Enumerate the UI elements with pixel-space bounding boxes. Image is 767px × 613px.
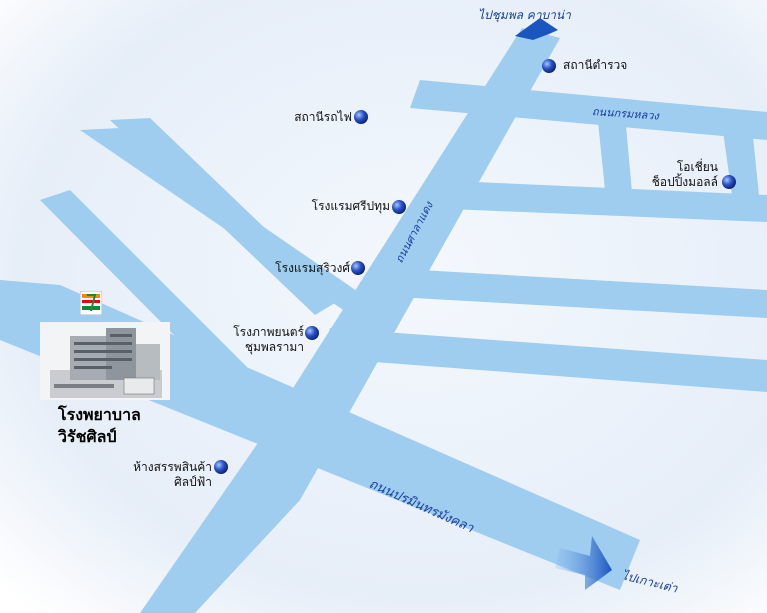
- arrow-to-koh-tao: [555, 536, 612, 590]
- road-krom-luang: [410, 80, 767, 140]
- silpfa-store-marker-icon[interactable]: [214, 460, 228, 474]
- hospital-building-image: [40, 322, 170, 400]
- arrow-to-chumphon-cabana: [515, 18, 558, 40]
- chumphon-cinema-label-line1: โรงภาพยนตร์: [233, 325, 304, 339]
- chumphon-cinema-label-line2: ชุมพลรามา: [244, 340, 304, 354]
- road-network: [0, 28, 767, 613]
- surawong-hotel-marker-icon[interactable]: [351, 261, 365, 275]
- hospital-name: โรงพยาบาล วิรัชศิลป์: [58, 404, 141, 448]
- road-sala-daeng: [140, 28, 560, 613]
- sri-pathum-hotel-marker-icon[interactable]: [392, 200, 406, 214]
- seven-eleven-logo-icon: [80, 291, 102, 315]
- chumphon-cinema-marker-icon[interactable]: [305, 326, 319, 340]
- landmark-markers: [214, 59, 736, 474]
- surawong-hotel-label: โรงแรมสุริวงศ์: [275, 261, 350, 275]
- road-east-3: [322, 328, 767, 392]
- train-station-label: สถานีรถไฟ: [294, 110, 352, 124]
- ocean-mall-label-line1: โอเชี่ยน: [676, 160, 718, 174]
- sri-pathum-hotel-label: โรงแรมศรีปทุม: [311, 199, 390, 213]
- police-station-marker-icon[interactable]: [542, 59, 556, 73]
- police-station-label: สถานีตำรวจ: [563, 58, 628, 72]
- hospital-name-line2: วิรัชศิลป์: [58, 427, 117, 446]
- destination-label-chumphon-cabana: ไปชุมพล คาบาน่า: [478, 8, 571, 22]
- road-east-2: [378, 268, 767, 318]
- silpfa-store-label-line2: ศิลป์ฟ้า: [174, 475, 212, 489]
- hospital-name-line1: โรงพยาบาล: [58, 405, 141, 424]
- road-top-left: [110, 118, 340, 315]
- ocean-mall-label-line2: ช็อปปิ้งมอลล์: [651, 175, 718, 189]
- road-east-1: [425, 180, 767, 222]
- ocean-mall-label: โอเชี่ยน ช็อปปิ้งมอลล์: [610, 160, 718, 190]
- road-top-vertical-1: [597, 112, 632, 192]
- chumphon-cinema-label: โรงภาพยนตร์ ชุมพลรามา: [196, 325, 304, 355]
- silpfa-store-label-line1: ห้างสรรพสินค้า: [133, 460, 212, 474]
- train-station-marker-icon[interactable]: [354, 110, 368, 124]
- silpfa-store-label: ห้างสรรพสินค้า ศิลป์ฟ้า: [96, 460, 212, 490]
- ocean-mall-marker-icon[interactable]: [722, 175, 736, 189]
